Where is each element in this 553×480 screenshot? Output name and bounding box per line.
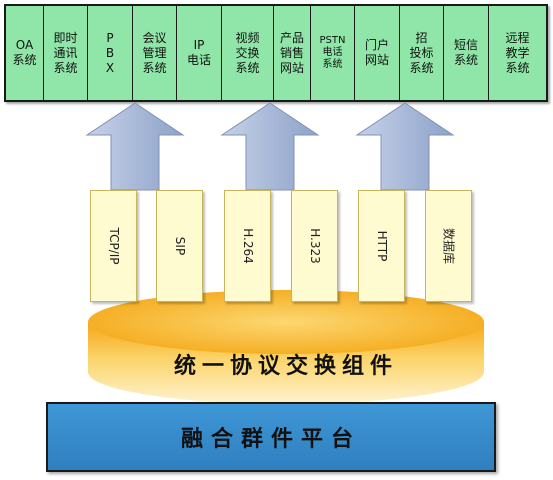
protocol-label: H.323 (307, 228, 322, 264)
system-instant-messaging: 即时 通讯 系统 (44, 6, 88, 100)
protocol-label: TCP/IP (106, 227, 121, 265)
system-product-sales-site: 产品 销售 网站 (274, 6, 311, 100)
up-arrow-left (85, 102, 185, 191)
system-portal-site: 门户 网站 (355, 6, 400, 100)
protocol-label: H.264 (240, 228, 255, 264)
system-pstn-phone: PSTN 电话 系统 (311, 6, 355, 100)
application-systems-row: OA 系统 即时 通讯 系统 P B X 会议 管理 系统 IP 电话 视频 交… (4, 4, 548, 102)
up-arrow-middle (220, 102, 320, 191)
core-cylinder (88, 290, 484, 404)
protocol-label: SIP (172, 236, 187, 256)
up-arrow-right (355, 102, 455, 191)
protocol-sip: SIP (156, 190, 203, 302)
protocol-tcp-ip: TCP/IP (90, 190, 137, 302)
protocol-h323: H.323 (291, 190, 338, 302)
system-video-exchange: 视频 交换 系统 (222, 6, 274, 100)
system-pbx: P B X (88, 6, 133, 100)
groupware-platform: 融合群件平台 (46, 402, 496, 472)
system-bidding: 招 投标 系统 (400, 6, 444, 100)
system-oa: OA 系统 (6, 6, 44, 100)
protocol-label: 数据库 (441, 227, 455, 265)
protocol-database: 数据库 (425, 190, 472, 302)
platform-label: 融合群件平台 (180, 427, 361, 452)
protocol-http: HTTP (358, 190, 405, 302)
core-component-label: 统一协议交换组件 (173, 354, 398, 379)
system-sms: 短信 系统 (444, 6, 489, 100)
protocol-label: HTTP (374, 230, 389, 262)
system-meeting-management: 会议 管理 系统 (133, 6, 177, 100)
system-ip-phone: IP 电话 (177, 6, 222, 100)
system-distance-learning: 远程 教学 系统 (505, 30, 530, 75)
protocol-h264: H.264 (224, 190, 271, 302)
